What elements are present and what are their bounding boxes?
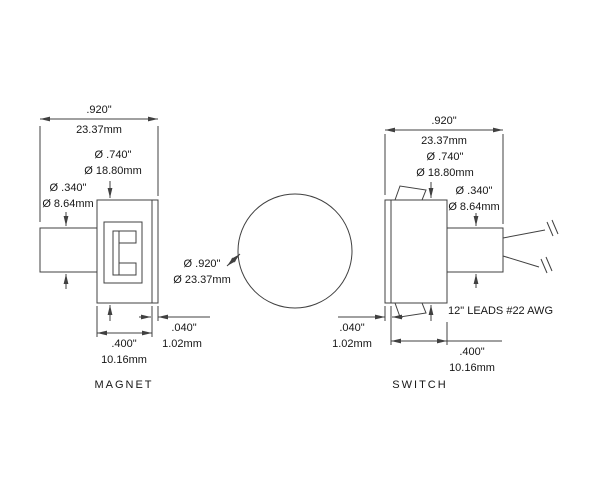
magnet-recess-outline bbox=[103, 221, 143, 284]
switch-clip-top bbox=[394, 185, 427, 201]
magnet-depth-dimension: .400" 10.16mm bbox=[96, 306, 153, 366]
switch-leads-note: 12" LEADS #22 AWG bbox=[448, 305, 553, 317]
switch-clip-bottom bbox=[394, 302, 427, 318]
magnet-pole-bottom bbox=[118, 262, 137, 276]
switch-side-view bbox=[384, 185, 559, 318]
switch-lead-top bbox=[502, 229, 546, 239]
magnet-core-bar bbox=[112, 230, 120, 276]
front-view: Ø .920" Ø 23.37mm bbox=[173, 193, 353, 309]
lead-break-mark bbox=[545, 256, 553, 272]
switch-width-dimension: .920" 23.37mm bbox=[384, 115, 504, 224]
switch-width-in-text: .920" bbox=[431, 115, 456, 127]
magnet-flange-thickness-mm-text: 1.02mm bbox=[162, 338, 202, 350]
magnet-width-mm-text: 23.37mm bbox=[76, 124, 122, 136]
switch-barrel-dia-dimension: Ø .340" Ø 8.64mm bbox=[448, 185, 500, 288]
switch-barrel-dia-in-text: Ø .340" bbox=[456, 185, 493, 197]
magnet-flange-outline bbox=[96, 199, 159, 304]
magnet-barrel-dia-mm-text: Ø 8.64mm bbox=[42, 198, 93, 210]
switch-flange-dia-mm-text: Ø 18.80mm bbox=[416, 167, 473, 179]
magnet-side-view bbox=[39, 199, 159, 304]
magnet-barrel-dia-dimension: Ø .340" Ø 8.64mm bbox=[42, 182, 94, 289]
switch-flange-thickness-dimension: .040" 1.02mm bbox=[332, 306, 403, 350]
switch-depth-dimension: .400" 10.16mm bbox=[391, 322, 502, 374]
magnet-flange-thickness-in-text: .040" bbox=[171, 322, 196, 334]
magnet-flange-dia-dimension: Ø .740" Ø 18.80mm bbox=[84, 149, 142, 321]
magnet-barrel-outline bbox=[39, 227, 98, 273]
switch-barrel-dia-mm-text: Ø 8.64mm bbox=[448, 201, 499, 213]
lead-break-mark bbox=[546, 221, 554, 237]
switch-label: SWITCH bbox=[392, 379, 447, 391]
magnet-flange-dia-in-text: Ø .740" bbox=[95, 149, 132, 161]
magnet-width-dimension: .920" 23.37mm bbox=[39, 104, 159, 222]
magnet-pole-top bbox=[118, 230, 137, 244]
front-dia-in-text: Ø .920" bbox=[184, 258, 221, 270]
magnet-depth-mm-text: 10.16mm bbox=[101, 354, 147, 366]
magnet-label: MAGNET bbox=[94, 379, 153, 391]
front-dia-mm-text: Ø 23.37mm bbox=[173, 274, 230, 286]
switch-flange-outline bbox=[384, 199, 448, 304]
switch-barrel-outline bbox=[446, 227, 504, 273]
switch-depth-in-text: .400" bbox=[459, 346, 484, 358]
switch-lead-bottom bbox=[502, 255, 540, 268]
magnet-width-in-text: .920" bbox=[86, 104, 111, 116]
switch-flange-dia-in-text: Ø .740" bbox=[427, 151, 464, 163]
lead-break-mark bbox=[540, 258, 548, 274]
magnet-flange-dia-mm-text: Ø 18.80mm bbox=[84, 165, 141, 177]
magnet-flange-thickness-dimension: .040" 1.02mm bbox=[139, 306, 210, 350]
lead-break-mark bbox=[551, 219, 559, 235]
switch-depth-mm-text: 10.16mm bbox=[449, 362, 495, 374]
switch-flange-dia-dimension: Ø .740" Ø 18.80mm bbox=[416, 151, 474, 321]
switch-flange-thickness-mm-text: 1.02mm bbox=[332, 338, 372, 350]
diameter-leader-arrows bbox=[226, 253, 241, 267]
switch-flange-thickness-in-text: .040" bbox=[339, 322, 364, 334]
front-view-circle bbox=[237, 193, 353, 309]
magnet-depth-in-text: .400" bbox=[111, 338, 136, 350]
magnet-barrel-dia-in-text: Ø .340" bbox=[50, 182, 87, 194]
switch-width-mm-text: 23.37mm bbox=[421, 135, 467, 147]
